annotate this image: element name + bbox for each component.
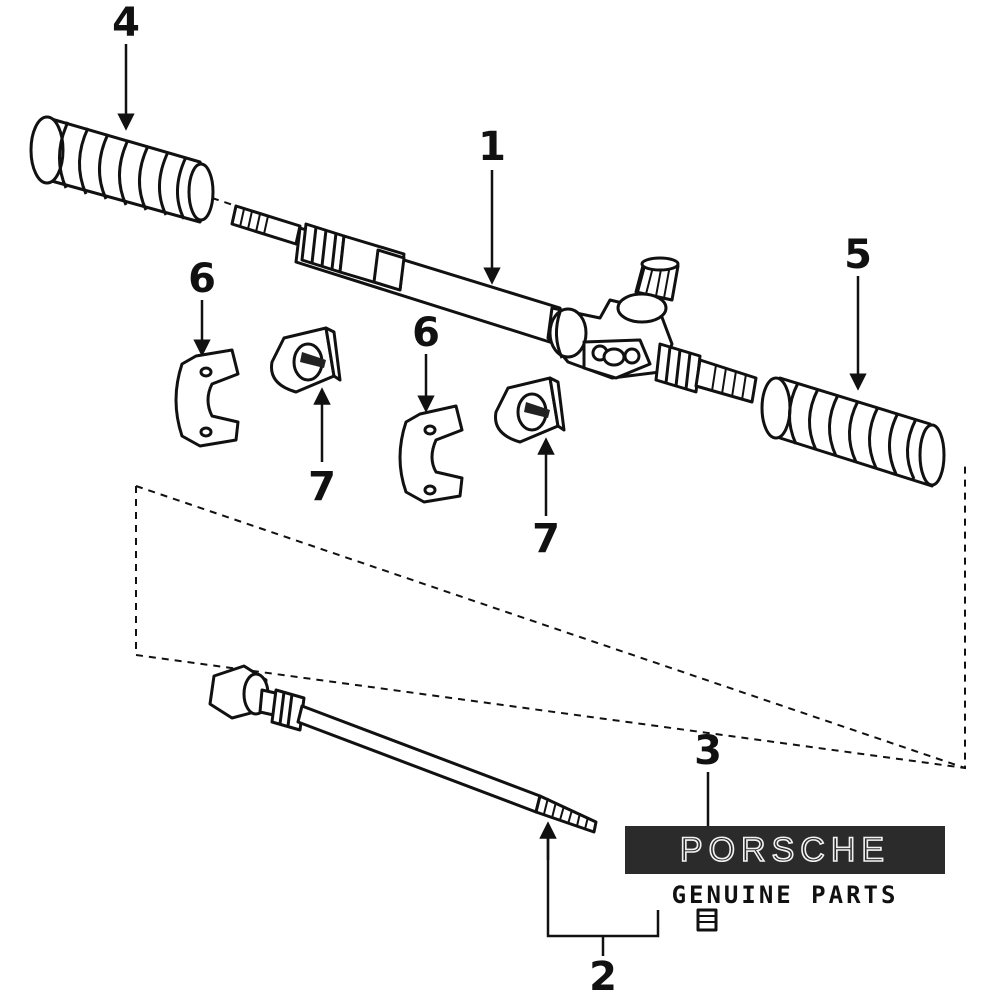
clamp-left <box>270 326 342 394</box>
callout-7-right: 7 <box>532 516 560 562</box>
genuine-parts-badge: PORSCHE GENUINE PARTS <box>625 826 945 910</box>
bushing-right <box>398 404 464 504</box>
boot-right <box>760 376 946 488</box>
clamp-right <box>494 376 566 444</box>
brand-logo: PORSCHE <box>679 830 891 870</box>
callout-2: 2 <box>589 954 617 1000</box>
rack-housing <box>230 204 758 404</box>
leader-lines <box>117 44 867 956</box>
assembly-dashed-frame <box>135 197 966 770</box>
callout-6-left: 6 <box>188 256 216 302</box>
inner-tie-rod <box>208 664 598 834</box>
callout-7-left: 7 <box>308 464 336 510</box>
callout-4: 4 <box>112 0 140 46</box>
callout-3: 3 <box>694 728 722 774</box>
callout-6-right: 6 <box>412 310 440 356</box>
boot-left <box>29 115 215 224</box>
bushing-left <box>174 348 240 448</box>
brand-logo-bar: PORSCHE <box>625 826 945 874</box>
callout-1: 1 <box>478 124 506 170</box>
badge-subtitle: GENUINE PARTS <box>671 881 899 909</box>
fitting-part <box>696 908 718 932</box>
callout-5: 5 <box>844 232 872 278</box>
